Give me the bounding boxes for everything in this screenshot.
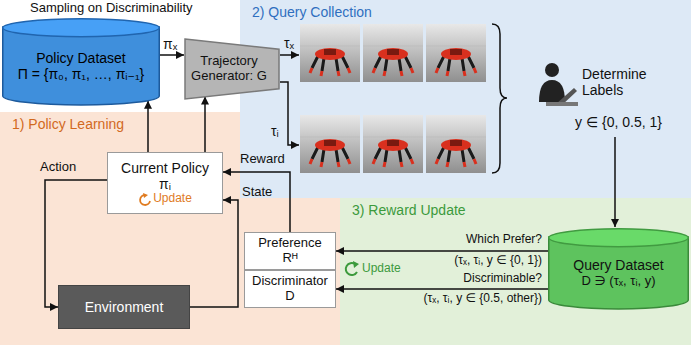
cylinder-body [3,27,160,105]
node-text: Rᴴ [283,251,298,266]
trajectory-label: τᵢ [271,123,279,139]
trajectory-arrow [280,54,299,56]
node-text: Discriminator [252,274,328,289]
node-text: Policy Dataset [36,50,125,66]
cylinder-top [549,229,689,247]
edge-label: Which Prefer? [466,233,542,247]
query-dataset-cylinder: Query DatasetD ∋ (τₓ, τᵢ, y) [548,228,689,310]
dataset-cylinder: Policy DatasetΠ = {π₀, π₁, …, πᵢ₋₁} [2,18,160,106]
discriminator-box: DiscriminatorD [244,270,336,308]
region-ground [240,0,691,198]
cycle-head [143,193,148,198]
cylinder-body [549,237,689,309]
region-fill [240,0,691,198]
trajectory-label: τₓ [284,35,294,51]
label-arrow [614,137,616,227]
sampling-note: Sampling on Discriminability [30,1,193,16]
node-text: D ∋ (τₓ, τᵢ, y) [581,274,655,289]
preference-box: PreferenceRᴴ [244,232,336,270]
edge-label: Reward [240,152,285,167]
policy-box: Current PolicyπᵢUpdate [107,152,223,214]
query-tuple: (τₓ, τᵢ, y ∈ {0, 1}) [454,254,542,268]
query-collection-region: 2) Query Collection [240,0,691,198]
node-text: Query Dataset [573,257,663,273]
connector [336,288,548,290]
node-text: Update [138,192,192,206]
connector [147,101,149,152]
connector [336,250,548,252]
cylinder-top [3,19,160,37]
generator-trapezoid: Trajectory Generator: G [184,38,280,100]
environment-box: Environment [58,285,190,329]
update-cycle-icon [139,193,153,207]
node-text: D [285,289,294,304]
region-fill [0,112,340,345]
node-text: Preference [258,236,322,251]
edge-label: Discriminable? [463,272,542,286]
region-heading: 2) Query Collection [252,4,372,20]
node-text: Trajectory Generator: G [190,54,268,84]
annotator-label: Determine Labels [582,66,666,98]
query-tuple: (τₓ, τᵢ, y ∈ {0.5, other}) [424,292,542,306]
region-heading: 3) Reward Update [352,202,466,218]
node-text: Π = {π₀, π₁, …, πᵢ₋₁} [18,66,145,82]
connector [160,54,184,56]
region-fill [340,198,691,345]
node-text: Current Policy [121,160,209,176]
node-text: Environment [85,299,164,315]
edge-label: πₓ [163,36,177,52]
update-label: Update [362,262,401,276]
region-heading: 1) Policy Learning [12,116,124,132]
label-set: y ∈ {0, 0.5, 1} [575,114,662,130]
connector [204,97,206,152]
edge-label: State [242,185,272,200]
trapezoid-outline [185,39,279,99]
node-text: πᵢ [159,176,171,192]
edge-label: Action [40,160,76,175]
policy-learning-region: 1) Policy LearningCurrent PolicyπᵢUpdate… [0,112,340,345]
